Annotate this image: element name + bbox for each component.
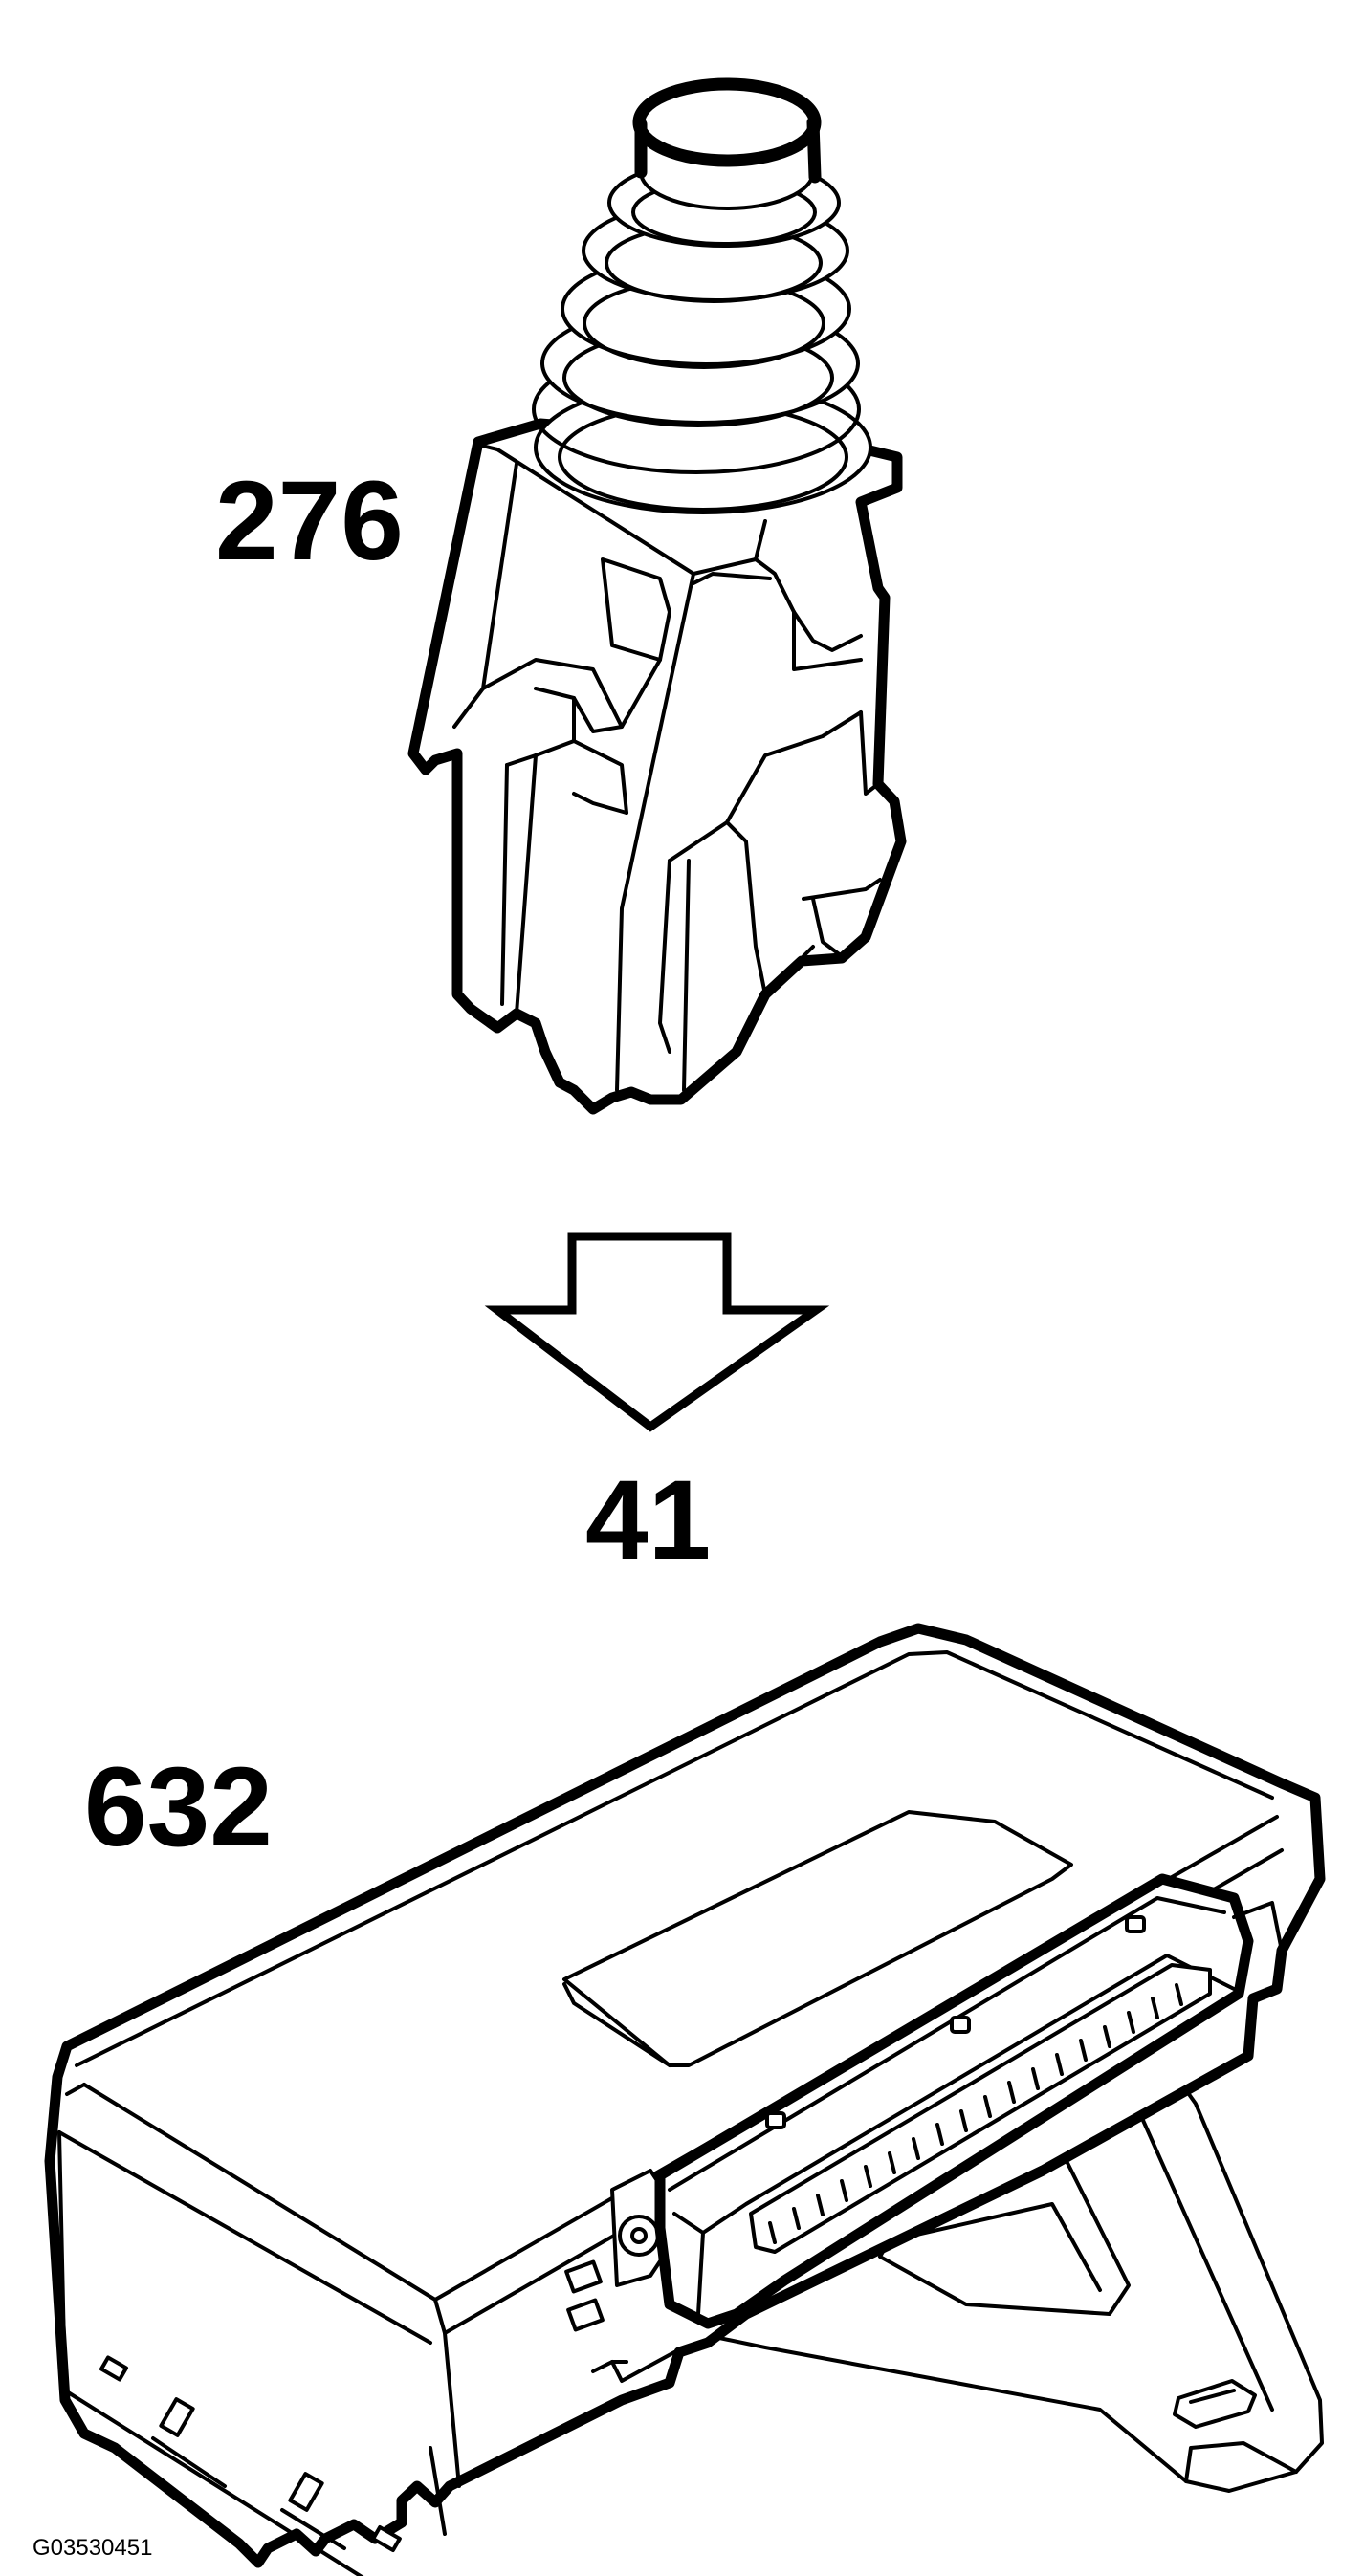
figure-reference-code: G03530451 (33, 2535, 152, 2561)
connector-pins (768, 1983, 1183, 2244)
arrow-reference-number: 41 (585, 1457, 711, 1583)
arrow-down-icon (484, 1232, 830, 1432)
module-part-number: 632 (84, 1744, 273, 1870)
connector-plug (407, 77, 907, 1115)
connector-part-number: 276 (215, 458, 404, 584)
control-module (44, 1623, 1326, 2576)
